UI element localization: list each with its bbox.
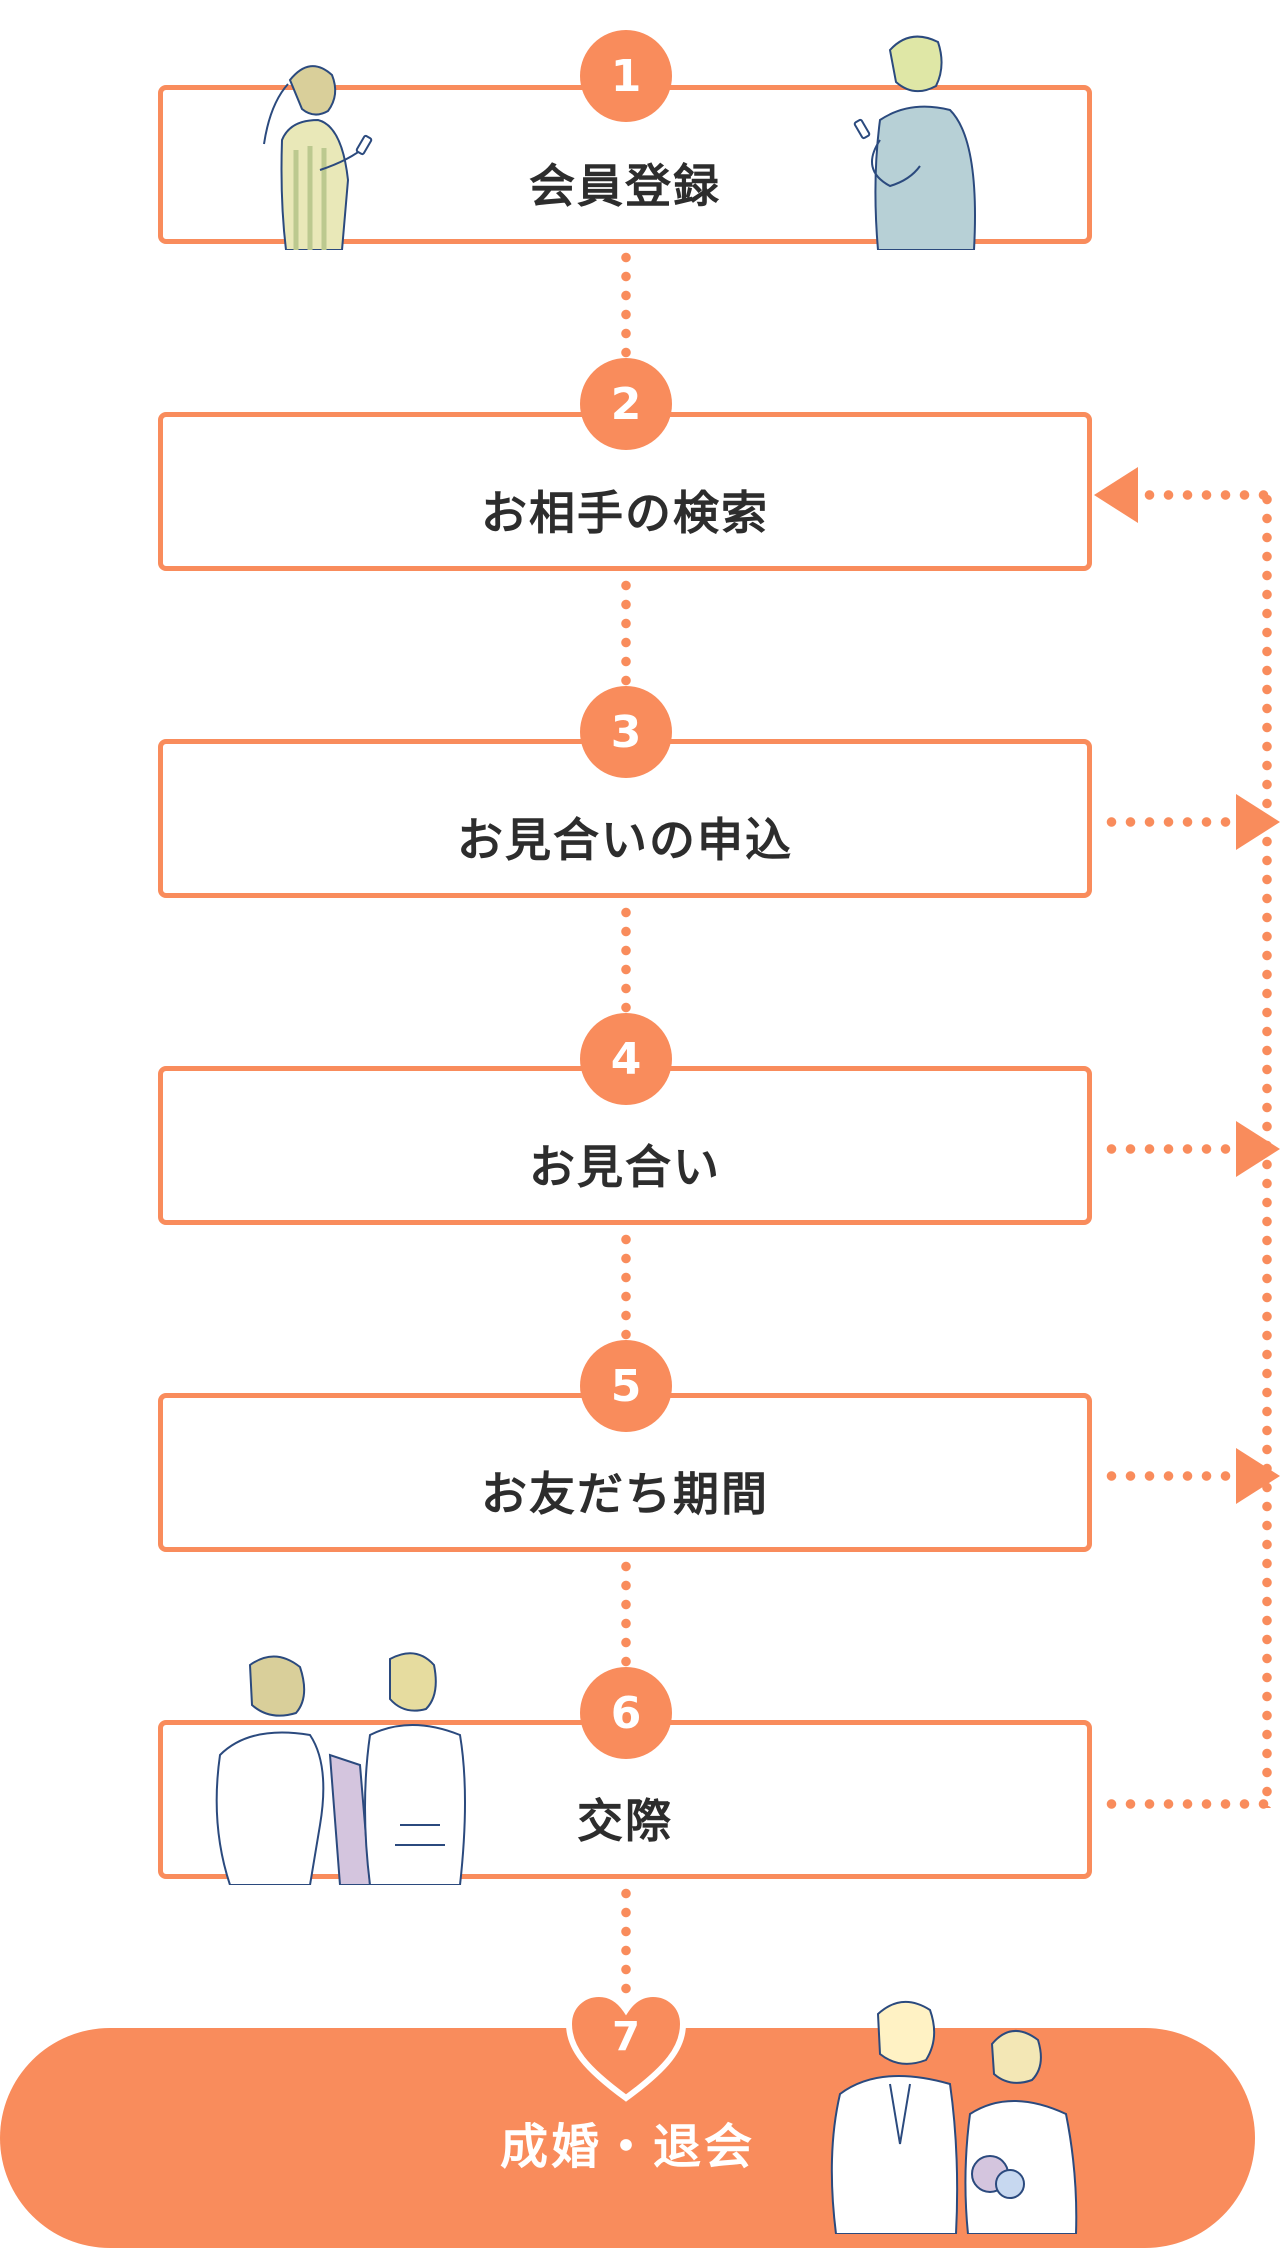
step-connector-dots <box>621 1884 631 1994</box>
step-connector-dots <box>621 1230 631 1340</box>
step-number-badge: 7 <box>612 2014 640 2060</box>
heart-icon: 7 <box>565 1990 687 2102</box>
loop-line-meeting <box>1102 1144 1232 1154</box>
loop-line-meeting-request <box>1102 817 1232 827</box>
arrow-right-icon <box>1236 1121 1280 1177</box>
step-connector-dots <box>621 248 631 358</box>
final-step-label: 成婚・退会 <box>499 2119 755 2175</box>
step-connector-dots <box>621 576 631 686</box>
loop-line-dating <box>1102 1799 1272 1809</box>
arrow-left-icon <box>1094 467 1138 523</box>
step-label: お相手の検索 <box>481 486 769 540</box>
step-number-badge: 2 <box>580 358 672 450</box>
step-label: 会員登録 <box>529 159 721 213</box>
step-number-badge: 5 <box>580 1340 672 1432</box>
step-number-badge: 3 <box>580 686 672 778</box>
woman-with-phone-illustration <box>263 65 373 250</box>
loop-line-friend-period <box>1102 1471 1232 1481</box>
loop-line-top <box>1140 490 1272 500</box>
step-label: お友だち期間 <box>481 1467 769 1521</box>
step-connector-dots <box>621 903 631 1013</box>
step-label: 交際 <box>577 1794 673 1848</box>
wedding-couple-illustration <box>830 2001 1078 2234</box>
step-number-badge: 4 <box>580 1013 672 1105</box>
couple-walking-illustration <box>215 1652 466 1885</box>
step-label: お見合いの申込 <box>457 813 793 867</box>
man-with-phone-illustration <box>853 35 976 250</box>
step-number-badge: 6 <box>580 1667 672 1759</box>
arrow-right-icon <box>1236 794 1280 850</box>
step-label: お見合い <box>529 1140 721 1194</box>
step-connector-dots <box>621 1557 631 1667</box>
arrow-right-icon <box>1236 1448 1280 1504</box>
step-number-badge: 1 <box>580 30 672 122</box>
